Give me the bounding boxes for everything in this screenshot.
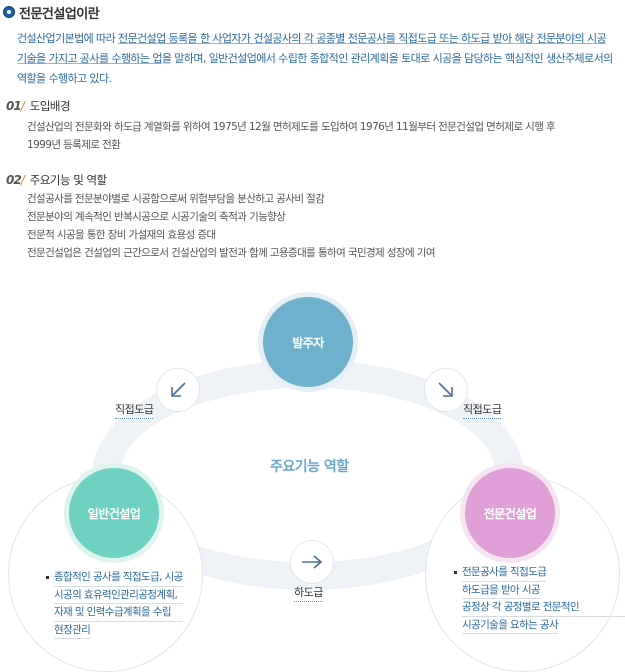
section-title-roles: 02/ 주요기능 및 역할 (6, 172, 107, 188)
section-number: 02/ (6, 173, 25, 187)
section-line: 전문적 시공을 통한 장비 가설재의 효용성 증대 (27, 229, 216, 241)
edge-label-direct-left: 직접도급 (115, 401, 154, 419)
list-item: 전문공사를 직접도급 (462, 564, 547, 582)
section-heading: 도입배경 (29, 99, 71, 113)
section-body-background: 건설산업의 전문화와 하도급 계열화를 위하여 1975년 12월 면허제도를 … (27, 118, 556, 154)
section-heading: 주요기능 및 역할 (29, 173, 107, 187)
arrow-down-right-icon (424, 368, 468, 412)
list-item: 종합적인 공사를 직접도급, 시공 (54, 569, 183, 587)
section-title-background: 01/ 도입배경 (6, 98, 71, 114)
section-line: 전문분야의 계속적인 반복시공으로 시공기술의 축적과 기능향상 (27, 211, 286, 223)
section-line: 건설공사를 전문분야별로 시공함으로써 위험부담을 분산하고 공사비 절감 (27, 193, 325, 205)
list-item: 시공기술을 요하는 공사 (462, 617, 559, 634)
intro-paragraph: 건설산업기본법에 따라 전문건설업 등록을 한 사업자가 건설공사의 각 공종별… (17, 29, 619, 89)
bullet-icon (46, 576, 49, 579)
section-number-value: 01 (6, 99, 22, 113)
bullet-icon (3, 6, 15, 18)
specialty-construction-list: 전문공사를 직접도급 하도급을 받아 시공 공정상 각 공정별로 전문적인 시공… (454, 564, 625, 634)
node-specialty-construction: 전문건설업 (460, 463, 560, 563)
general-construction-list: 종합적인 공사를 직접도급, 시공 시공의 효유력인관리공정계획, 자재 및 인… (46, 569, 183, 639)
section-number-value: 02 (6, 173, 22, 187)
bullet-icon (454, 571, 457, 574)
page-header: 전문건설업이란 (3, 3, 100, 22)
intro-text-1: 건설산업기본법에 따라 (17, 32, 118, 45)
arrow-right-icon (290, 540, 334, 584)
intro-text-2: 을 말하며, 일반건설업에서 수립한 종합적인 관리계획을 토대로 시공을 담당… (161, 52, 613, 65)
section-body-roles: 건설공사를 전문분야별로 시공함으로써 위험부담을 분산하고 공사비 절감 전문… (27, 190, 436, 262)
list-item: 하도급을 받아 시공 (462, 582, 541, 599)
list-item: 시공의 효유력인관리공정계획, (54, 587, 183, 604)
section-line: 전문건설업은 건설업의 근간으로서 건설산업의 발전과 함께 고용증대를 통하여… (27, 247, 436, 259)
page-title: 전문건설업이란 (19, 6, 100, 22)
list-item: 현장관리 (54, 622, 91, 639)
edge-label-subcontract: 하도급 (294, 584, 323, 602)
slash-icon: / (20, 173, 25, 187)
intro-underline-1: 전문건설업 등록을 한 사업자가 건설공사의 각 공종별 전문공사를 직접도급 … (118, 32, 607, 45)
node-general-construction: 일반건설업 (64, 463, 164, 563)
intro-text-3: 역할을 수행하고 있다. (17, 72, 112, 85)
edge-label-direct-right: 직접도급 (463, 401, 502, 419)
section-number: 01/ (6, 99, 25, 113)
arrow-down-left-icon (156, 368, 200, 412)
slash-icon: / (20, 99, 25, 113)
list-item: 공정상 각 공정별로 전문적인 (462, 599, 625, 617)
diagram-center-label: 주요기능 역할 (270, 459, 349, 475)
role-diagram: 주요기능 역할 발주자 일반건설업 전문건설업 직접도급 직접도급 하도급 종합… (0, 280, 625, 672)
section-line: 1999년 등록제로 전환 (27, 139, 121, 151)
list-item: 자재 및 인력수급계획을 수립 (54, 604, 183, 622)
section-line: 건설산업의 전문화와 하도급 계열화를 위하여 1975년 12월 면허제도를 … (27, 121, 556, 133)
intro-underline-2: 기술을 가지고 공사를 수행하는 업 (17, 52, 162, 65)
node-client: 발주자 (258, 292, 358, 392)
